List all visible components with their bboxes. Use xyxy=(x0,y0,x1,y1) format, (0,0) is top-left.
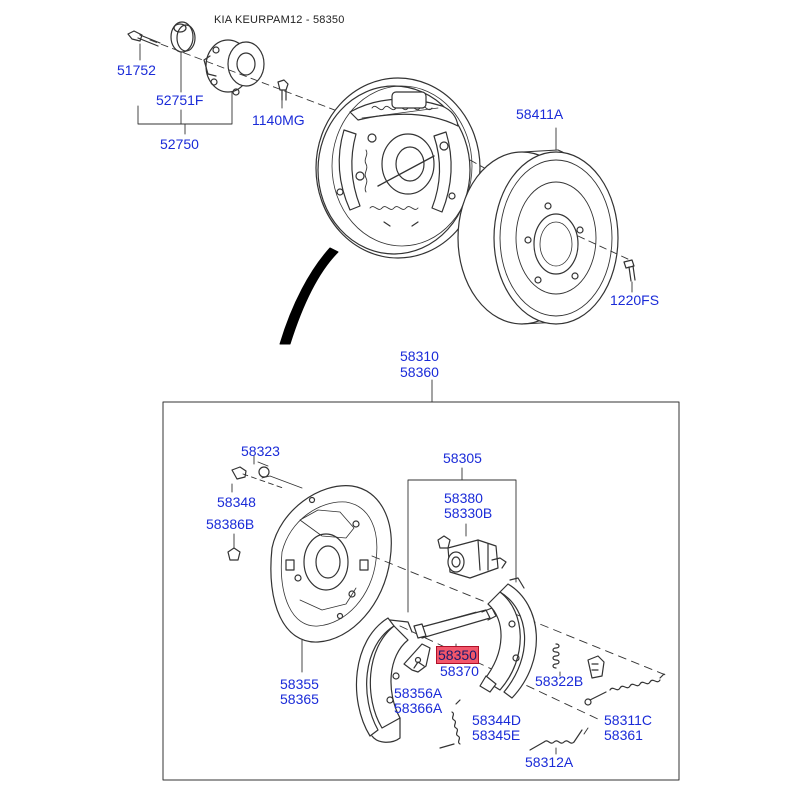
part-label-58323[interactable]: 58323 xyxy=(241,443,280,459)
brake-shoe-right xyxy=(479,577,537,699)
backing-plate xyxy=(270,485,392,643)
bleeder-bolt xyxy=(231,466,284,489)
wheel-cylinder xyxy=(437,535,507,579)
kit-box xyxy=(162,401,680,781)
part-label-58312a[interactable]: 58312A xyxy=(525,754,574,770)
part-label-58360[interactable]: 58360 xyxy=(400,364,439,380)
part-label-58330b[interactable]: 58330B xyxy=(444,505,493,521)
part-label-58322b[interactable]: 58322B xyxy=(535,673,584,689)
adjuster-spring xyxy=(529,729,583,751)
hub-bolt xyxy=(127,30,161,47)
part-label-58310[interactable]: 58310 xyxy=(400,348,439,364)
drum-screw xyxy=(623,259,636,282)
diagram-title: KIA KEURPAM12 - 58350 xyxy=(214,14,345,26)
adjuster-strut xyxy=(413,607,497,639)
part-label-58386b[interactable]: 58386B xyxy=(206,516,255,532)
part-label-58344d[interactable]: 58344D xyxy=(472,712,522,728)
brake-drum xyxy=(457,149,619,325)
part-label-58380[interactable]: 58380 xyxy=(444,490,483,506)
part-label-58345e[interactable]: 58345E xyxy=(472,727,521,743)
wheel-hub xyxy=(203,39,265,96)
plug xyxy=(227,547,241,561)
return-spring-lower xyxy=(439,699,461,749)
part-label-58411a[interactable]: 58411A xyxy=(516,106,564,122)
part-label-1140mg[interactable]: 1140MG xyxy=(252,112,305,128)
part-label-58350-selected[interactable]: 58350 xyxy=(436,646,479,664)
part-label-58311c[interactable]: 58311C xyxy=(604,712,653,728)
part-label-58305[interactable]: 58305 xyxy=(443,450,482,466)
part-label-58366a[interactable]: 58366A xyxy=(394,700,443,716)
part-label-58355[interactable]: 58355 xyxy=(280,676,319,692)
hold-down-spring xyxy=(552,643,605,679)
part-label-58356a[interactable]: 58356A xyxy=(394,685,443,701)
part-label-1220fs[interactable]: 1220FS xyxy=(610,292,660,308)
part-label-51752[interactable]: 51752 xyxy=(117,62,156,78)
parking-lever xyxy=(403,643,431,673)
return-spring-upper xyxy=(584,673,665,706)
part-label-58348[interactable]: 58348 xyxy=(217,494,256,510)
hub-mounting-bolt xyxy=(277,79,289,101)
brake-assembly-top xyxy=(315,77,481,259)
arrow-pointer xyxy=(279,247,339,345)
part-label-58361[interactable]: 58361 xyxy=(604,727,643,743)
hub-cap xyxy=(170,21,196,53)
part-label-52750[interactable]: 52750 xyxy=(160,136,199,152)
brake-shoe-left xyxy=(355,617,413,743)
part-label-58365[interactable]: 58365 xyxy=(280,691,319,707)
part-label-52751f[interactable]: 52751F xyxy=(156,92,204,108)
part-label-58370[interactable]: 58370 xyxy=(440,663,479,679)
